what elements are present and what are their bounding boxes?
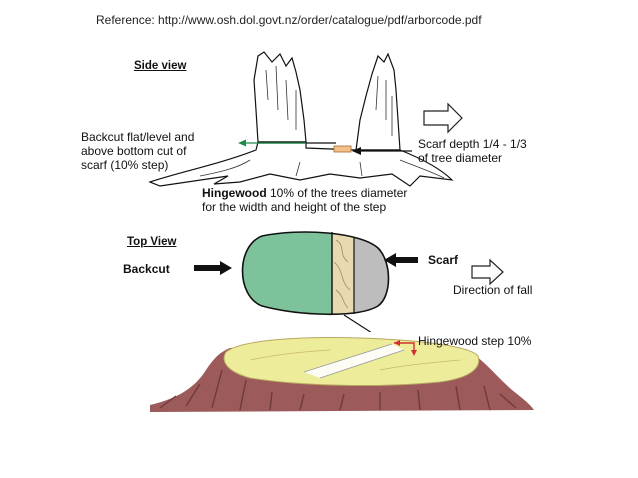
backcut-arrow-top [194,261,232,275]
fall-direction-arrow-top [471,258,504,286]
top-backcut-label: Backcut [123,262,170,276]
scarf-depth-label: Scarf depth 1/4 - 1/3 of tree diameter [418,137,527,165]
hingewood-step-label: Hingewood step 10% [418,334,532,348]
scarf-depth-line: of tree diameter [418,151,503,165]
top-view-heading: Top View [127,236,177,248]
fall-direction-arrow-side [423,102,463,134]
scarf-depth-arrow [352,147,412,155]
direction-of-fall-label: Direction of fall [453,283,533,297]
top-view-disc [241,231,390,316]
side-view-tree [148,51,454,187]
backcut-label-line: scarf (10% step) [81,158,169,172]
stump-illustration [142,332,534,414]
backcut-label-line: above bottom cut of [81,144,187,158]
hingewood-desc: 10% of the trees diameter [266,186,408,200]
hingewood-label: Hingewood 10% of the trees diameter for … [202,186,407,214]
hingewood-title: Hingewood [202,186,267,200]
scarf-arrow-top [384,253,418,267]
scarf-depth-line: Scarf depth 1/4 - 1/3 [418,137,527,151]
side-view-heading: Side view [134,60,187,72]
backcut-arrow [238,139,306,147]
reference-text: Reference: http://www.osh.dol.govt.nz/or… [96,13,482,27]
hingewood-desc-line2: for the width and height of the step [202,200,387,214]
backcut-label: Backcut flat/level and above bottom cut … [81,130,194,172]
backcut-label-line: Backcut flat/level and [81,130,195,144]
top-scarf-label: Scarf [428,253,459,267]
